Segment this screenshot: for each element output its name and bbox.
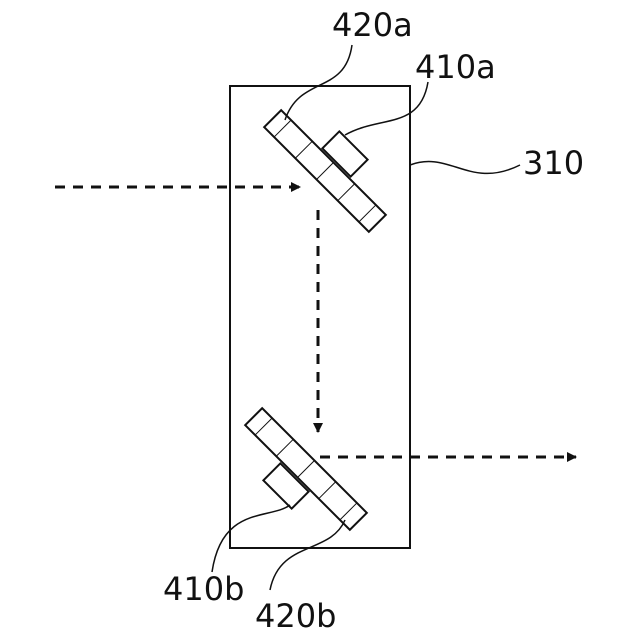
- label-410b: 410b: [163, 570, 244, 608]
- leader-420b: [270, 520, 345, 590]
- leader-410a: [345, 82, 428, 135]
- mirror-420b: [245, 408, 367, 530]
- mirror-420a: [264, 110, 386, 232]
- label-420b: 420b: [255, 597, 336, 635]
- label-410a: 410a: [415, 48, 496, 86]
- leader-410b: [212, 505, 290, 572]
- leader-420a: [285, 45, 352, 120]
- label-310: 310: [523, 144, 584, 182]
- leader-310: [410, 162, 520, 174]
- label-420a: 420a: [332, 6, 413, 44]
